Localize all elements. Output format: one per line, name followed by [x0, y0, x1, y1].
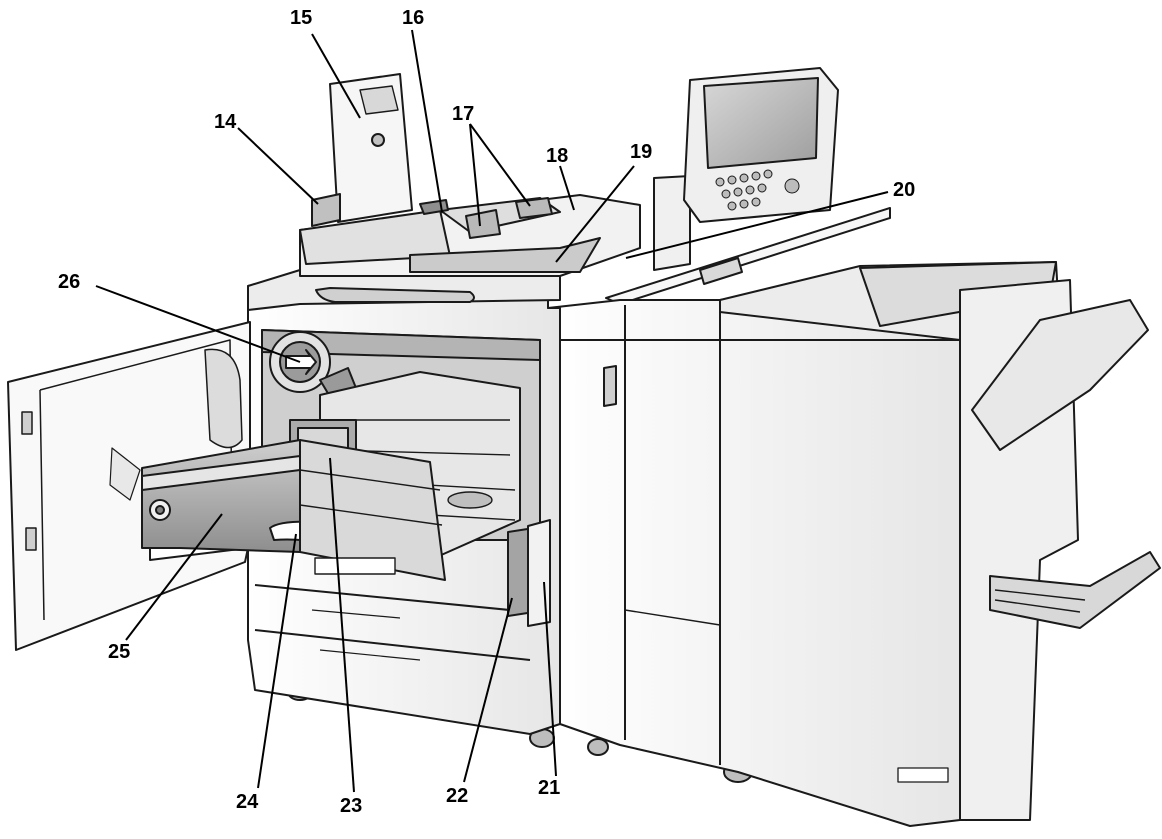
- leader-22: [463, 597, 513, 783]
- callout-21: 21: [538, 777, 561, 799]
- leader-17b: [469, 123, 531, 207]
- leader-16: [411, 29, 443, 213]
- callout-23: 23: [340, 795, 363, 817]
- leader-15: [311, 33, 361, 119]
- finisher-body: [547, 277, 961, 827]
- leader-25: [125, 513, 223, 641]
- callout-24: 24: [236, 791, 259, 813]
- callout-18: 18: [546, 145, 569, 167]
- leader-26: [95, 285, 301, 363]
- leader-23: [329, 457, 355, 793]
- leader-18: [559, 165, 575, 211]
- callout-16: 16: [402, 7, 425, 29]
- callout-19: 19: [630, 141, 653, 163]
- leader-21: [543, 581, 557, 777]
- callout-26: 26: [58, 271, 81, 293]
- leader-24: [257, 533, 297, 789]
- leader-17a: [469, 123, 481, 227]
- finisher-top-tray: [971, 299, 1149, 451]
- callout-25: 25: [108, 641, 131, 663]
- callout-20: 20: [893, 179, 916, 201]
- touch-screen[interactable]: [703, 77, 819, 169]
- leader-20: [625, 191, 889, 259]
- leader-19: [555, 165, 635, 263]
- callout-22: 22: [446, 785, 469, 807]
- control-panel-stand: [653, 175, 691, 271]
- callout-17: 17: [452, 103, 475, 125]
- leader-14: [237, 127, 319, 205]
- callout-14: 14: [214, 111, 237, 133]
- callout-leader-lines: [95, 29, 889, 793]
- finisher-lower-tray: [989, 551, 1161, 629]
- callout-15: 15: [290, 7, 313, 29]
